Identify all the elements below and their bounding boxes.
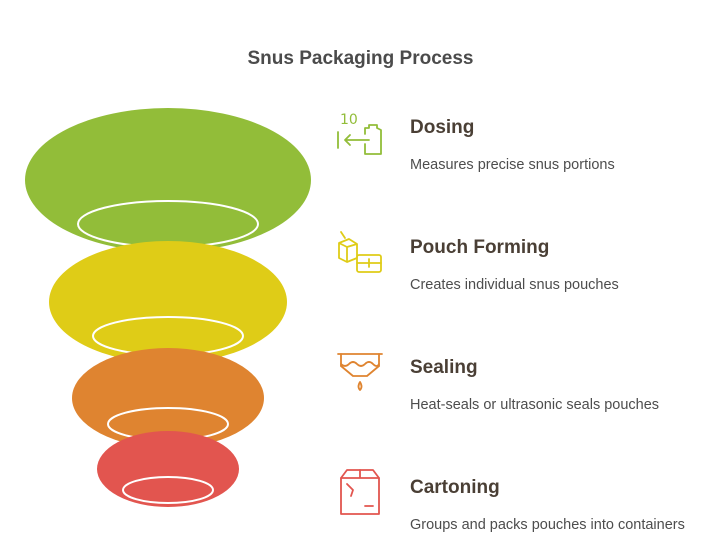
step-description: Groups and packs pouches into containers xyxy=(410,517,685,533)
funnel-layer-dosing xyxy=(25,108,311,252)
step-title: Sealing xyxy=(410,357,478,378)
step-description: Measures precise snus portions xyxy=(410,157,615,173)
step-cartoning: Cartoning Groups and packs pouches into … xyxy=(335,468,715,558)
pouch-forming-icon xyxy=(338,231,382,273)
sealing-icon xyxy=(337,353,383,391)
svg-text:10: 10 xyxy=(340,112,358,128)
diagram-title: Snus Packaging Process xyxy=(247,48,474,69)
scale-dosing-icon: 10 xyxy=(337,112,382,155)
carton-box-icon xyxy=(340,469,380,515)
step-dosing: 10 Dosing Measures precise snus portions xyxy=(335,108,715,198)
step-title: Dosing xyxy=(410,117,475,138)
step-sealing: Sealing Heat-seals or ultrasonic seals p… xyxy=(335,348,715,438)
step-title: Pouch Forming xyxy=(410,237,550,258)
step-pouch-forming: Pouch Forming Creates individual snus po… xyxy=(335,228,715,318)
step-description: Heat-seals or ultrasonic seals pouches xyxy=(410,397,660,413)
step-description: Creates individual snus pouches xyxy=(410,277,619,293)
funnel-layer-cartoning xyxy=(97,431,239,507)
step-title: Cartoning xyxy=(410,477,500,498)
funnel-layer-pouch-forming xyxy=(49,241,287,363)
